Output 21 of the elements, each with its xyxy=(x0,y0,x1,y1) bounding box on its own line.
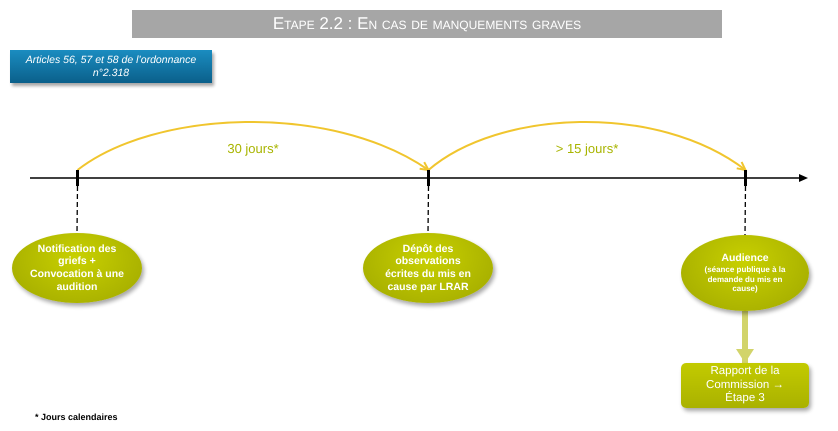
tick-mark xyxy=(744,170,747,186)
title-banner: Etape 2.2 : En cas de manquements graves xyxy=(132,10,722,38)
step-box xyxy=(681,363,809,408)
node-text: Dépôt des observations écrites du mis en cause par LRAR xyxy=(384,242,472,294)
arrow xyxy=(736,311,754,363)
reference-box xyxy=(10,50,212,83)
edge-label: 30 jours* xyxy=(225,141,281,156)
dashed-connector xyxy=(744,186,746,235)
node-text: Notification des griefs + Convocation à une audition xyxy=(29,242,125,294)
tick-mark xyxy=(427,170,430,186)
node-text: Audience xyxy=(721,252,769,265)
edge-label: > 15 jours* xyxy=(554,141,620,156)
tick-mark xyxy=(76,170,79,186)
footnote: * Jours calendaires xyxy=(35,412,118,422)
dashed-connector xyxy=(427,186,430,233)
arrow xyxy=(428,121,746,171)
arrow xyxy=(76,121,430,171)
node-subtext: (séance publique à la demande du mis en cause) xyxy=(704,264,786,294)
dashed-connector xyxy=(76,186,78,233)
node-text: Rapport de la Commission → Étape 3 xyxy=(705,364,785,406)
node-text: Articles 56, 57 et 58 de l’ordonnance n°2.318 xyxy=(24,54,198,80)
